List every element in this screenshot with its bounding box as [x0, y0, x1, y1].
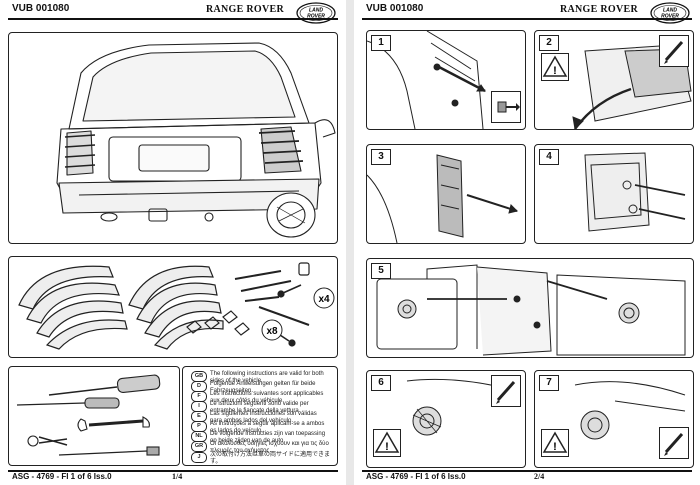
land-rover-logo-icon: LAND ROVER [296, 2, 336, 24]
qty-x4-label: x4 [318, 294, 330, 305]
step-number: 6 [371, 375, 391, 391]
warning-icon: ! [541, 53, 569, 81]
footer-reference: ASG - 4769 - FI 1 of 6 Iss.0 [12, 472, 112, 481]
document-code: VUB 001080 [366, 3, 424, 14]
step-1-panel: 1 [366, 30, 526, 130]
step-number: 2 [539, 35, 559, 51]
svg-text:!: ! [553, 441, 557, 453]
tools-required-panel [8, 366, 180, 466]
step-number: 7 [539, 375, 559, 391]
page-number: 2/4 [534, 472, 545, 481]
step-number: 3 [371, 149, 391, 165]
page-gutter [346, 0, 354, 485]
brand-title: RANGE ROVER [559, 4, 638, 15]
step-4-panel: 4 [534, 144, 694, 244]
instruction-page-1: VUB 001080 RANGE ROVER LAND ROVER [0, 0, 346, 485]
svg-text:LAND: LAND [309, 8, 323, 14]
step-5-panel: 5 [366, 258, 694, 358]
step-number: 4 [539, 149, 559, 165]
warning-icon: ! [541, 429, 569, 457]
page-footer: ASG - 4769 - FI 1 of 6 Iss.0 2/4 [354, 470, 700, 484]
step-number: 1 [371, 35, 391, 51]
page-header: VUB 001080 RANGE ROVER LAND ROVER [354, 0, 700, 26]
page-number: 1/4 [172, 472, 183, 481]
qty-x8-label: x8 [266, 326, 278, 337]
pencil-tool-icon [491, 375, 521, 407]
kit-contents-panel: x4 x8 [8, 256, 338, 358]
step-7-panel: ! 7 [534, 370, 694, 468]
warning-icon: ! [373, 429, 401, 457]
svg-text:!: ! [385, 441, 389, 453]
step-6-panel: ! 6 [366, 370, 526, 468]
pencil-tool-icon [659, 35, 689, 67]
step-3-panel: 3 [366, 144, 526, 244]
document-code: VUB 001080 [12, 3, 70, 14]
vehicle-rear-illustration [8, 32, 338, 244]
step-2-panel: ! 2 [534, 30, 694, 130]
pencil-tool-icon [659, 427, 689, 459]
instruction-page-2: VUB 001080 RANGE ROVER LAND ROVER 1 [354, 0, 700, 485]
svg-text:LAND: LAND [663, 8, 677, 14]
svg-text:!: ! [553, 65, 557, 77]
svg-text:ROVER: ROVER [307, 14, 325, 20]
svg-text:ROVER: ROVER [661, 14, 679, 20]
step-number: 5 [371, 263, 391, 279]
screw-arrow-icon [491, 91, 521, 123]
page-header: VUB 001080 RANGE ROVER LAND ROVER [0, 0, 346, 26]
footer-reference: ASG - 4769 - FI 1 of 6 Iss.0 [366, 472, 466, 481]
page-footer: ASG - 4769 - FI 1 of 6 Iss.0 1/4 [0, 470, 346, 484]
brand-title: RANGE ROVER [205, 4, 284, 15]
land-rover-logo-icon: LAND ROVER [650, 2, 690, 24]
